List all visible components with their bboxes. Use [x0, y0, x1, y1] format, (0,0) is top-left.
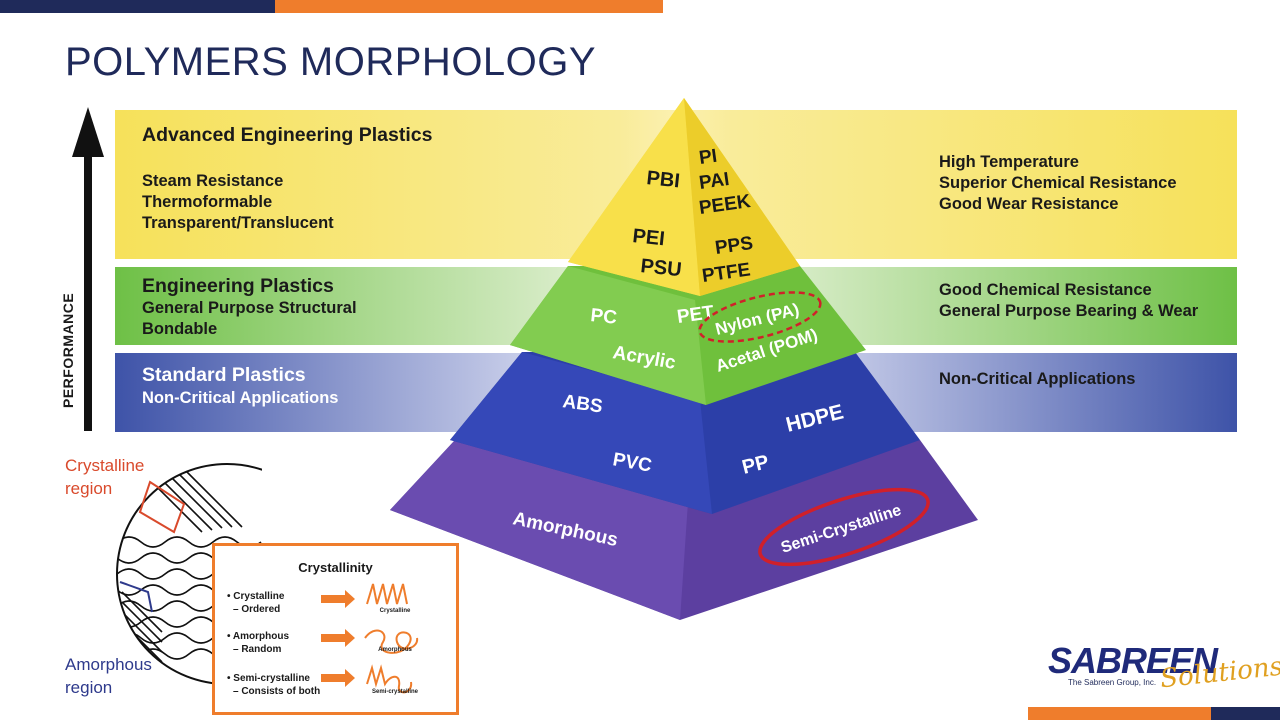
crystalline-region-label: Crystalline region — [65, 456, 145, 498]
advanced-left-1: Steam Resistance — [142, 172, 284, 190]
crystallinity-item-amorphous: • Amorphous – Random — [227, 631, 290, 655]
engineering-right-2: General Purpose Bearing & Wear — [939, 302, 1199, 320]
top-accent-bar-orange — [275, 0, 663, 13]
label-pet: PET — [676, 302, 716, 328]
label-pei: PEI — [631, 225, 665, 250]
performance-arrow-icon — [72, 107, 104, 431]
engineering-heading: Engineering Plastics — [142, 275, 334, 297]
top-accent-bar-navy — [0, 0, 275, 13]
amorphous-chain-icon — [364, 629, 419, 654]
amorphous-region-label: Amorphous region — [65, 655, 152, 697]
amorphous-sample-caption: Amorphous — [378, 647, 412, 653]
advanced-left-2: Thermoformable — [142, 193, 273, 211]
label-pi: PI — [698, 146, 719, 169]
crystalline-chain-icon — [366, 583, 408, 605]
sabreen-logo: SABREEN Solutions The Sabreen Group, Inc… — [1048, 640, 1280, 702]
engineering-left-1: General Purpose Structural — [142, 299, 357, 317]
standard-right-1: Non-Critical Applications — [939, 370, 1136, 388]
label-pc: PC — [589, 305, 618, 329]
crystallinity-title: Crystallinity — [298, 560, 373, 575]
standard-heading: Standard Plastics — [142, 364, 306, 386]
logo-subtitle: The Sabreen Group, Inc. — [1068, 678, 1157, 687]
slide-title: POLYMERS MORPHOLOGY — [65, 40, 597, 84]
bottom-accent-bar-navy — [1211, 707, 1280, 720]
advanced-heading: Advanced Engineering Plastics — [142, 124, 433, 146]
semicrystalline-sample-caption: Semi-crystalline — [371, 689, 419, 695]
bottom-accent-bar-orange — [1028, 707, 1211, 720]
advanced-right-2: Superior Chemical Resistance — [939, 174, 1177, 192]
crystallinity-box: Crystallinity • Crystalline – Ordered • … — [212, 543, 459, 715]
arrow-right-icon — [321, 669, 355, 687]
semicrystalline-chain-icon — [366, 664, 413, 694]
semi-crystalline-highlight-ellipse — [758, 487, 930, 567]
engineering-right-1: Good Chemical Resistance — [939, 281, 1152, 299]
crystallinity-illustrations — [321, 583, 419, 694]
label-pbi: PBI — [645, 167, 680, 192]
label-pps: PPS — [714, 233, 755, 259]
label-psu: PSU — [639, 255, 682, 281]
advanced-left-3: Transparent/Translucent — [142, 214, 334, 232]
label-pai: PAI — [698, 169, 731, 194]
advanced-right-3: Good Wear Resistance — [939, 195, 1119, 213]
standard-left-1: Non-Critical Applications — [142, 389, 339, 407]
arrow-right-icon — [321, 590, 355, 608]
engineering-left-2: Bondable — [142, 320, 218, 338]
advanced-right-1: High Temperature — [939, 153, 1079, 171]
crystallinity-item-crystalline: • Crystalline – Ordered — [227, 591, 285, 615]
crystalline-sample-caption: Crystalline — [379, 608, 411, 614]
logo-wordmark: SABREEN — [1048, 640, 1218, 681]
arrow-right-icon — [321, 629, 355, 647]
nylon-highlight-ellipse — [698, 291, 822, 343]
crystallinity-item-semicrystalline: • Semi-crystalline – Consists of both — [227, 673, 321, 697]
